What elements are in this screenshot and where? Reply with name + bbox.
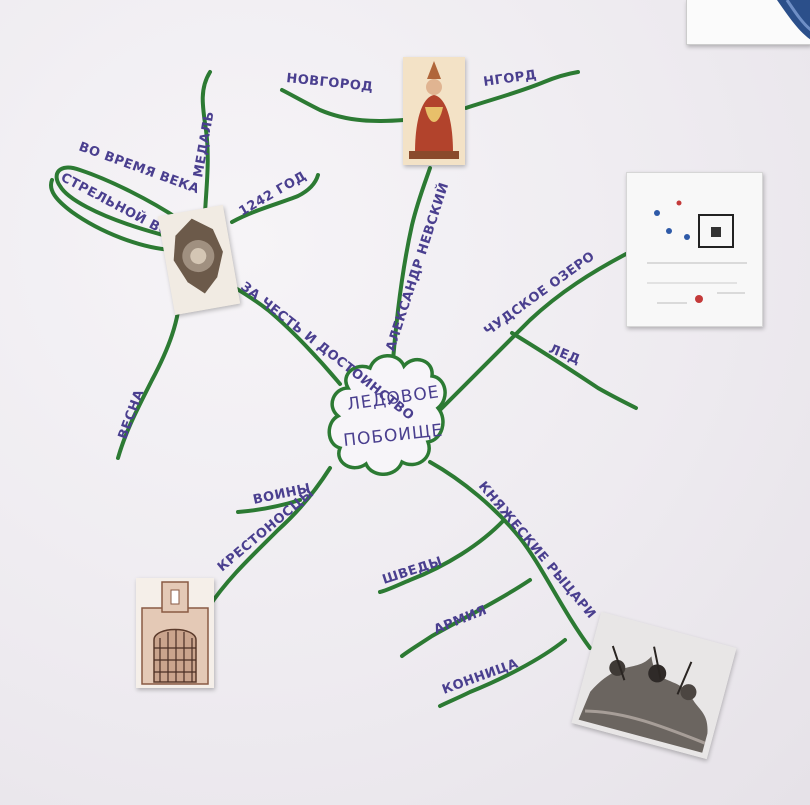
label-army: АРМИЯ — [432, 603, 489, 638]
center-title-line2: ПОБОИЩЕ — [342, 421, 444, 451]
label-medal: МЕДАЛЬ — [191, 110, 217, 179]
fortress-gate-icon — [136, 578, 214, 688]
corner-picture-fragment-icon — [686, 0, 810, 45]
label-spring: ВЕСНА — [116, 388, 148, 442]
label-lake: ЧУДСКОЕ ОЗЕРО — [482, 249, 598, 339]
nevsky-portrait-icon — [403, 57, 465, 165]
label-year: 1242 ГОД — [237, 169, 310, 220]
label-svenskie: ШВЕДЫ — [381, 554, 445, 588]
battle-plan-icon — [626, 172, 763, 327]
label-alexander-nevsky: АЛЕКСАНДР НЕВСКИЙ — [383, 180, 453, 353]
label-novgorod-left: НОВГОРОД — [286, 71, 374, 95]
label-novgorod-right: НГОРД — [482, 68, 537, 90]
label-cavalry: КОННИЦА — [440, 656, 520, 697]
label-ice: ЛЕД — [547, 342, 583, 368]
label-knights: КНЯЖЕСКИЕ РЫЦАРИ — [475, 479, 599, 622]
